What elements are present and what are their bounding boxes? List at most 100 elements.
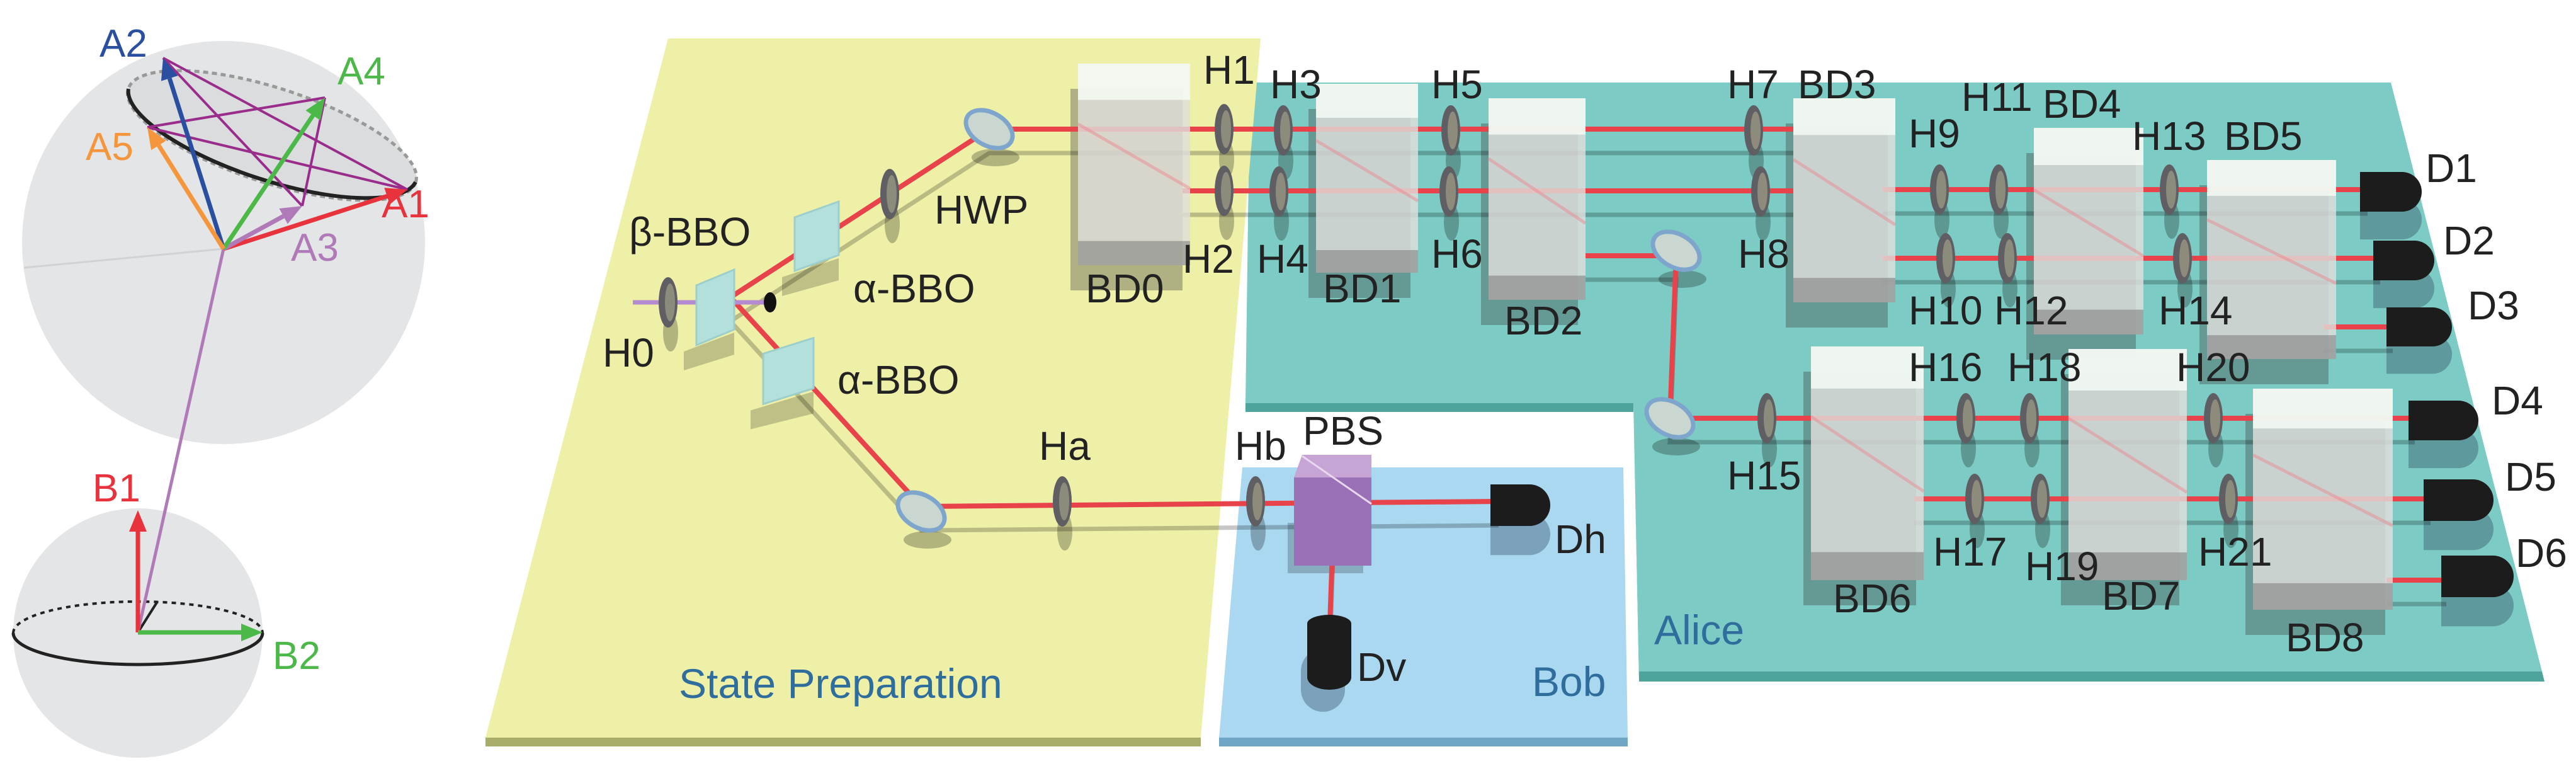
displaced-beam-path [1792, 158, 1897, 226]
label-hb: Hb [1235, 423, 1286, 469]
waveplate-h11 [1989, 164, 2008, 215]
label-d5: D5 [2505, 454, 2556, 500]
crystal-shadow [684, 333, 734, 370]
label-h7: H7 [1727, 62, 1779, 107]
label-d4: D4 [2492, 378, 2543, 423]
region-label-bob: Bob [1532, 658, 1606, 705]
waveplate-h18 [2020, 393, 2039, 443]
pbs-diagonal [1302, 455, 1372, 505]
mirror [895, 490, 947, 533]
label-B2: B2 [273, 634, 321, 678]
label-A2: A2 [99, 22, 147, 66]
waveplate-h16 [1956, 393, 1975, 443]
pentagram-edge [147, 96, 326, 128]
displaced-beam-path [2252, 454, 2394, 527]
vector-a5-arrow-shaft [157, 144, 225, 250]
detector-d1 [2360, 172, 2422, 212]
vector-a5-arrow [147, 127, 225, 250]
vector-a2-arrow-shaft [167, 77, 226, 250]
pbs-front-face [1294, 477, 1371, 566]
label-d1: D1 [2426, 146, 2477, 191]
label-bd2: BD2 [1504, 298, 1583, 343]
waveplate-optic [1972, 480, 1982, 518]
label-h17: H17 [1933, 529, 2007, 574]
correlation-line [136, 248, 225, 633]
label-bd1: BD1 [1323, 266, 1402, 311]
label-A3: A3 [291, 226, 339, 270]
waveplate-h5 [1441, 105, 1460, 156]
displaced-beam-path [1315, 139, 1419, 203]
waveplate-optic [1757, 173, 1767, 210]
waveplate-h13 [2160, 164, 2179, 215]
bloch-labels: A1 A2 A3 A4 A5 B1 B2 [86, 22, 429, 678]
waveplate-h9 [1930, 164, 1949, 215]
waveplate-h17 [1965, 474, 1984, 524]
waveplate-optic [2004, 239, 2014, 277]
mirror-shadow [904, 531, 951, 549]
mirror-shadow [1659, 270, 1706, 288]
beam-displacer-top-face [2068, 349, 2187, 391]
beam-displacer-bd4 [2033, 128, 2145, 334]
waveplate-h10 [1936, 233, 1955, 283]
waveplate-optic [2026, 399, 2036, 437]
label-bd6: BD6 [1833, 576, 1912, 621]
alice-table-notch-edge [1245, 403, 1633, 412]
crystal-shadow [782, 258, 839, 296]
vector-a4-arrow-head [305, 98, 325, 121]
waveplate-h14 [2173, 233, 2192, 283]
label-h15: H15 [1727, 453, 1801, 498]
beam-displacer-front-face [2253, 583, 2393, 610]
displaced-beam-path [2067, 416, 2188, 494]
waveplate-h0 [659, 277, 678, 328]
waveplate-optic [1936, 171, 1946, 208]
beam-displacer-top-face [2034, 128, 2143, 166]
beam-displacer-front-face [1489, 275, 1586, 300]
label-h16: H16 [1909, 345, 1982, 390]
label-A4: A4 [338, 50, 385, 93]
beam-displacer-front-face [2034, 309, 2143, 334]
waveplate-ha [1053, 476, 1072, 527]
waveplate-h15 [1757, 393, 1776, 443]
label-dv: Dv [1357, 644, 1406, 690]
vector-a4-arrow [222, 98, 325, 250]
waveplate-optic [2210, 399, 2220, 437]
waveplate-optic [1764, 399, 1774, 437]
label-h5: H5 [1431, 62, 1483, 107]
beam-displacer-bd0 [1077, 64, 1191, 265]
beam-displacer-front-face [1316, 250, 1418, 273]
waveplate-optic [665, 283, 675, 321]
beam-displacer-front-face [1793, 278, 1895, 302]
bob-axis-tick [137, 600, 159, 634]
label-bd5: BD5 [2224, 113, 2303, 159]
label-h20: H20 [2176, 345, 2250, 390]
vector-b1-arrow [129, 510, 147, 632]
vector-a1-arrow-shaft [222, 194, 388, 251]
vector-a3-arrow-head [279, 206, 302, 224]
beam-blocker [764, 292, 776, 312]
beam-displacer-top-face [1489, 98, 1586, 135]
pentagram-edge [162, 57, 408, 191]
detector-d5 [2424, 479, 2494, 521]
pbs-top-face [1294, 455, 1371, 477]
vector-a1-arrow [222, 188, 407, 251]
bob-equator-front [11, 632, 264, 666]
region-label-state-preparation: State Preparation [679, 660, 1002, 707]
pentagram-edge [162, 57, 304, 207]
displaced-beam-path [1487, 157, 1587, 225]
vector-b1-arrow-head [129, 510, 147, 532]
displaced-beam-path [1077, 122, 1191, 190]
detector-d3 [2386, 307, 2452, 346]
crystal-shadow [751, 391, 814, 430]
state-preparation-table-edge [485, 738, 1201, 746]
beam-displacer-bd7 [2067, 349, 2188, 580]
label-h1: H1 [1203, 47, 1255, 93]
mirror-shadow [1652, 438, 1700, 455]
label-h19: H19 [2025, 544, 2099, 589]
detector-dv [1307, 615, 1351, 690]
label-beta-bbo: β-BBO [629, 209, 751, 254]
displaced-beam-path [2206, 218, 2337, 285]
mirror [1650, 229, 1702, 272]
label-bd4: BD4 [2043, 81, 2121, 127]
half-wave-plate [880, 169, 899, 219]
